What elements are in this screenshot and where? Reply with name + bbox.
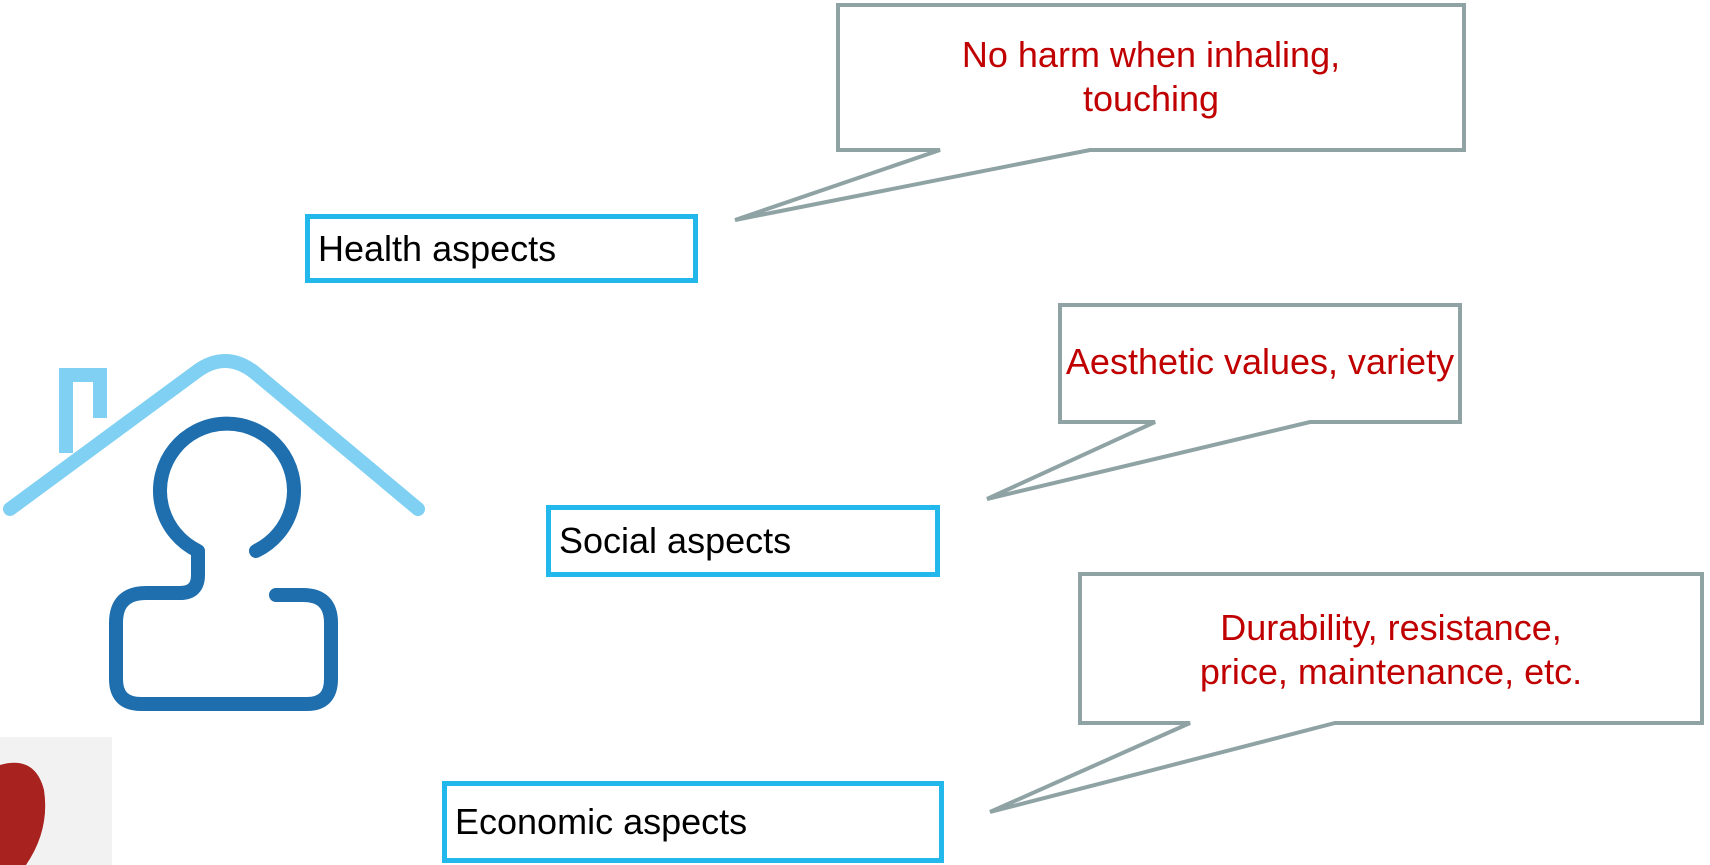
callout-economic-line-2: price, maintenance, etc.	[1199, 651, 1583, 692]
social-aspects-label: Social aspects	[559, 520, 792, 561]
callout-health-line-2: touching	[1082, 78, 1220, 119]
callout-health-text: No harm when inhaling, touching	[842, 18, 1460, 136]
callout-economic-bubble	[989, 572, 1704, 814]
callout-economic-line-1: Durability, resistance,	[1220, 607, 1562, 648]
person-icon	[109, 416, 338, 711]
house-roof-icon	[3, 354, 425, 516]
health-aspects-box: Health aspects	[305, 214, 698, 283]
callout-social-line-1: Aesthetic values, variety	[1065, 341, 1455, 382]
callout-social-bubble	[986, 303, 1462, 501]
callout-social-text: Aesthetic values, variety	[1064, 330, 1456, 394]
economic-aspects-label: Economic aspects	[455, 801, 748, 842]
social-aspects-box: Social aspects	[546, 505, 940, 577]
callout-health-line-1: No harm when inhaling,	[961, 34, 1341, 75]
economic-aspects-box: Economic aspects	[442, 781, 944, 863]
callout-economic-text: Durability, resistance, price, maintenan…	[1084, 598, 1698, 702]
callout-health-bubble	[734, 3, 1466, 222]
health-aspects-label: Health aspects	[318, 227, 557, 269]
red-leaf-icon	[0, 737, 112, 865]
